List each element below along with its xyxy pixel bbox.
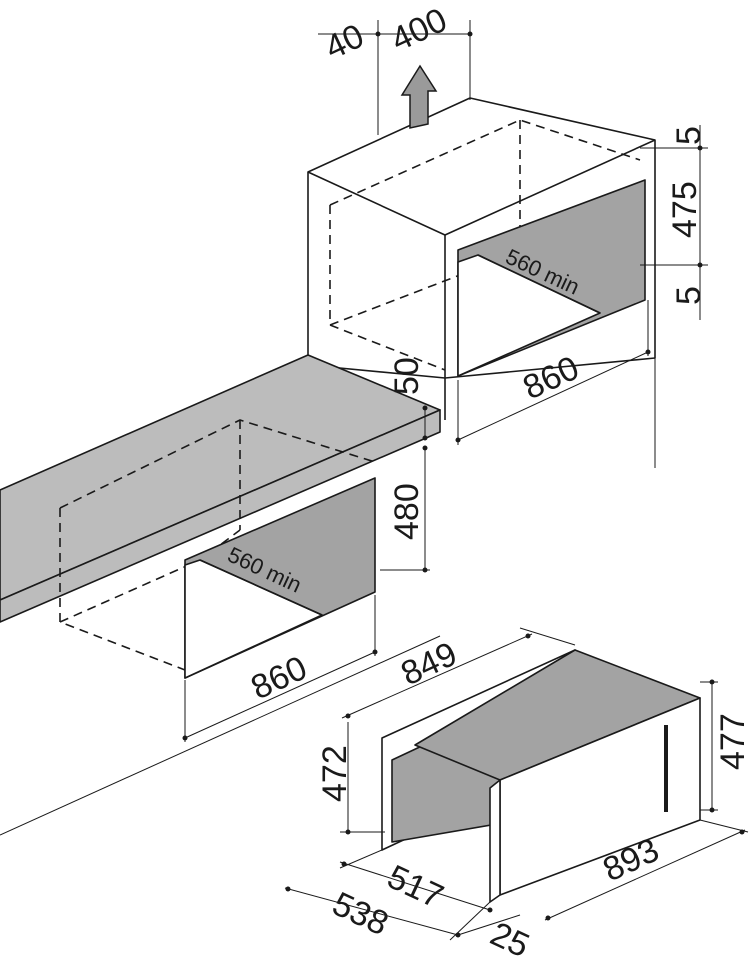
worktop-front xyxy=(0,409,441,623)
column-unit xyxy=(307,64,656,468)
label-vent-gap: 40 xyxy=(319,17,369,67)
dimension-lines xyxy=(182,20,749,941)
label-top-gap: 5 xyxy=(670,126,708,145)
label-bottom-gap: 5 xyxy=(670,286,708,305)
appliance xyxy=(381,649,701,903)
label-appliance-body-height: 472 xyxy=(316,745,354,802)
label-worktop-thickness: 50 xyxy=(388,357,426,395)
label-appliance-total-depth: 538 xyxy=(327,885,394,943)
label-appliance-front-height: 477 xyxy=(714,713,751,770)
label-column-niche-height: 475 xyxy=(666,181,704,238)
vent-arrow-icon xyxy=(400,64,438,129)
label-appliance-body-width: 849 xyxy=(395,635,462,693)
label-vent-width: 400 xyxy=(385,1,452,59)
undercounter-unit xyxy=(0,354,441,836)
floor-reference-line xyxy=(0,635,441,836)
appliance-front-frame xyxy=(489,779,501,903)
label-undercounter-niche-height: 480 xyxy=(388,483,426,540)
label-appliance-front-thickness: 25 xyxy=(485,915,535,960)
column-hidden-top xyxy=(329,119,641,206)
